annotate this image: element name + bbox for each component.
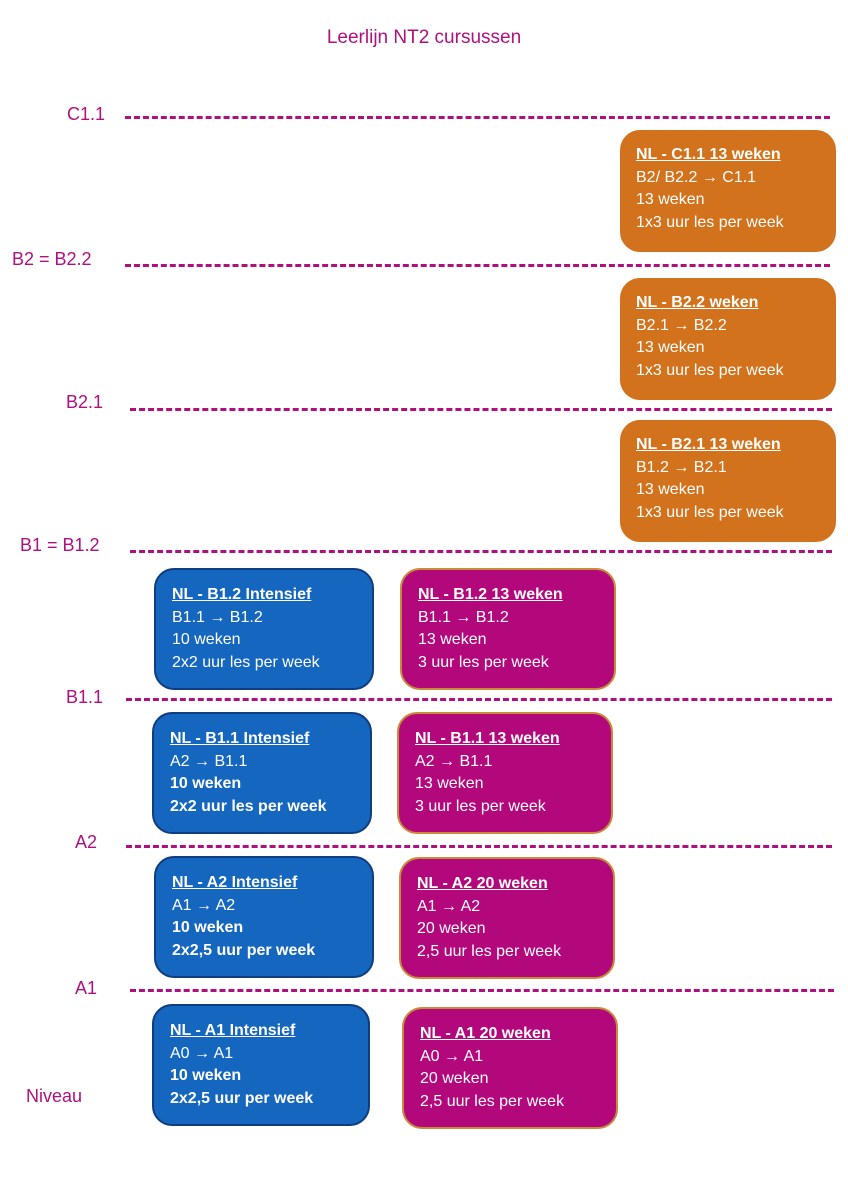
course-card-a2-20-weken[interactable]: NL - A2 20 weken A1 → A2 20 weken 2,5 uu… <box>399 857 615 979</box>
course-card-c1-1[interactable]: NL - C1.1 13 weken B2/ B2.2 → C1.1 13 we… <box>620 130 836 252</box>
course-title: NL - A1 Intensief <box>170 1022 296 1039</box>
course-title: NL - B1.2 Intensief <box>172 586 312 603</box>
course-hours: 2x2 uur les per week <box>170 797 327 815</box>
level-label-b2-2: B2 = B2.2 <box>12 249 92 269</box>
course-title: NL - B2.2 weken <box>636 294 759 311</box>
course-title: NL - A2 Intensief <box>172 874 298 891</box>
course-route: A2 → B1.1 <box>415 752 493 770</box>
course-duration: 10 weken <box>172 919 244 936</box>
course-duration: 20 weken <box>420 1070 489 1087</box>
course-duration: 10 weken <box>170 1067 242 1084</box>
course-card-b1-2-intensief[interactable]: NL - B1.2 Intensief B1.1 → B1.2 10 weken… <box>154 568 374 690</box>
level-label-a2: A2 <box>75 832 98 852</box>
level-line-b2-2 <box>125 264 830 267</box>
course-title: NL - C1.1 13 weken <box>636 146 781 163</box>
course-duration: 10 weken <box>172 631 241 648</box>
course-title: NL - B2.1 13 weken <box>636 436 781 453</box>
course-hours: 2x2 uur les per week <box>172 653 320 671</box>
course-route: B2/ B2.2 → C1.1 <box>636 168 757 186</box>
level-line-b2-1 <box>130 408 832 411</box>
level-label-niveau: Niveau <box>26 1086 83 1106</box>
course-hours: 2,5 uur les per week <box>417 942 562 960</box>
course-duration: 20 weken <box>417 920 486 937</box>
course-duration: 13 weken <box>418 631 487 648</box>
course-route: B1.1 → B1.2 <box>172 608 263 626</box>
level-label-b1-2: B1 = B1.2 <box>20 535 100 555</box>
course-title: NL - B1.1 Intensief <box>170 730 310 747</box>
course-hours: 2,5 uur les per week <box>420 1092 565 1110</box>
course-route: A1 → A2 <box>172 896 236 914</box>
course-title: NL - A2 20 weken <box>417 875 548 892</box>
course-duration: 13 weken <box>415 775 484 792</box>
course-route: B2.1 → B2.2 <box>636 316 727 334</box>
course-card-b1-2-13-weken[interactable]: NL - B1.2 13 weken B1.1 → B1.2 13 weken … <box>400 568 616 690</box>
course-hours: 2x2,5 uur per week <box>172 941 316 959</box>
course-duration: 13 weken <box>636 191 705 208</box>
level-label-b1-1: B1.1 <box>66 687 104 707</box>
level-line-b1-2 <box>130 550 832 553</box>
course-duration: 13 weken <box>636 481 705 498</box>
course-route: A0 → A1 <box>170 1044 234 1062</box>
course-hours: 3 uur les per week <box>418 653 549 671</box>
course-route: A2 → B1.1 <box>170 752 248 770</box>
course-card-a1-intensief[interactable]: NL - A1 Intensief A0 → A1 10 weken 2x2,5… <box>152 1004 370 1126</box>
course-hours: 1x3 uur les per week <box>636 503 784 521</box>
level-label-c1-1: C1.1 <box>67 104 106 124</box>
level-line-c1-1 <box>125 116 830 119</box>
level-line-b1-1 <box>126 698 832 701</box>
level-line-a2 <box>126 845 832 848</box>
page-title: Leerlijn NT2 cursussen <box>326 27 522 48</box>
course-hours: 1x3 uur les per week <box>636 213 784 231</box>
level-label-b2-1: B2.1 <box>66 392 104 412</box>
course-route: B1.1 → B1.2 <box>418 608 509 626</box>
course-title: NL - B1.1 13 weken <box>415 730 560 747</box>
course-hours: 2x2,5 uur per week <box>170 1089 314 1107</box>
course-card-a2-intensief[interactable]: NL - A2 Intensief A1 → A2 10 weken 2x2,5… <box>154 856 374 978</box>
level-line-a1 <box>130 989 834 992</box>
course-route: A0 → A1 <box>420 1047 484 1065</box>
course-route: B1.2 → B2.1 <box>636 458 727 476</box>
course-card-b2-1[interactable]: NL - B2.1 13 weken B1.2 → B2.1 13 weken … <box>620 420 836 542</box>
course-route: A1 → A2 <box>417 897 481 915</box>
course-hours: 3 uur les per week <box>415 797 546 815</box>
course-title: NL - A1 20 weken <box>420 1025 551 1042</box>
course-card-b1-1-13-weken[interactable]: NL - B1.1 13 weken A2 → B1.1 13 weken 3 … <box>397 712 613 834</box>
course-duration: 10 weken <box>170 775 242 792</box>
course-hours: 1x3 uur les per week <box>636 361 784 379</box>
course-card-b1-1-intensief[interactable]: NL - B1.1 Intensief A2 → B1.1 10 weken 2… <box>152 712 372 834</box>
level-label-a1: A1 <box>75 978 98 998</box>
course-card-a1-20-weken[interactable]: NL - A1 20 weken A0 → A1 20 weken 2,5 uu… <box>402 1007 618 1129</box>
course-duration: 13 weken <box>636 339 705 356</box>
course-card-b2-2[interactable]: NL - B2.2 weken B2.1 → B2.2 13 weken 1x3… <box>620 278 836 400</box>
course-title: NL - B1.2 13 weken <box>418 586 563 603</box>
